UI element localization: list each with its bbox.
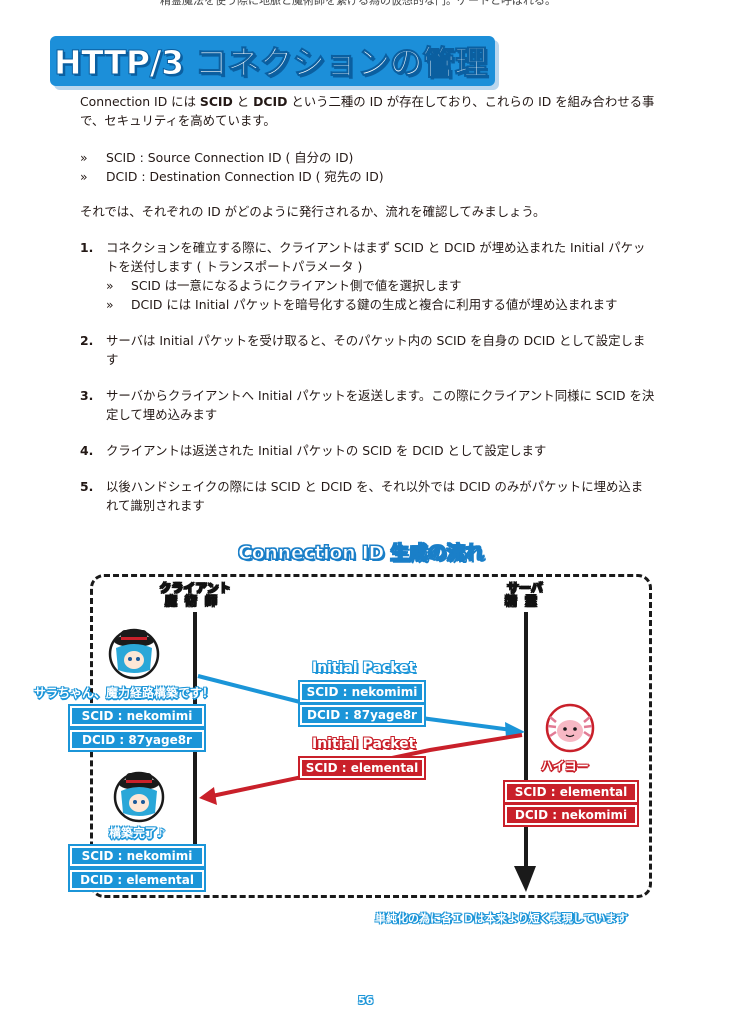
intro-text-c: という二種の ID が存在しており、これらの ID を組み合わせる事で、セキュリ… (80, 94, 655, 128)
client-state1-box: SCID : nekomimi (68, 704, 206, 728)
bullet-marker: » (106, 278, 114, 293)
step-text: 以後ハンドシェイクの際には SCID と DCID を、それ以外では DCID … (106, 479, 644, 513)
lead-paragraph: それでは、それぞれの ID がどのように発行されるか、流れを確認してみましょう。 (80, 204, 546, 219)
step-text: コネクションを確立する際に、クライアントはまず SCID と DCID が埋め込… (106, 240, 646, 274)
client-avatar-2 (113, 771, 165, 823)
intro-paragraph: Connection ID には SCID と DCID という二種の ID が… (80, 92, 655, 130)
bullet-text: SCID : Source Connection ID ( 自分の ID) (106, 150, 354, 165)
step-item: 1. コネクションを確立する際に、クライアントはまず SCID と DCID が… (80, 238, 655, 314)
client-role-en: クライアント (159, 581, 231, 595)
step-text: サーバからクライアントへ Initial パケットを返送します。この際にクライア… (106, 388, 655, 422)
server-avatar (545, 703, 595, 753)
packet2-arrow-line (211, 733, 523, 798)
step-item: 5. 以後ハンドシェイクの際には SCID と DCID を、それ以外では DCI… (80, 477, 655, 515)
server-state-dcid: DCID : nekomimi (507, 807, 635, 823)
packet2-id-box: SCID : elemental (298, 756, 426, 780)
packet1-dcid: DCID : 87yage8r (302, 707, 422, 723)
step-number: 4. (80, 443, 94, 458)
step-number: 5. (80, 479, 94, 494)
packet1-arrowhead (505, 722, 525, 739)
intro-text-a: Connection ID には (80, 94, 200, 109)
client-state1-dcid: DCID : 87yage8r (72, 732, 202, 748)
diagram-title: Connection ID 生成の流れ (238, 542, 485, 565)
server-role-ja: 精霊 (504, 594, 545, 608)
packet1-label: Initial Packet (312, 660, 416, 676)
step-number: 1. (80, 240, 94, 255)
server-lifeline-arrowhead (514, 866, 536, 892)
sub-item: » SCID は一意になるようにクライアント側で値を選択します (106, 276, 655, 295)
intro-dcid: DCID (253, 94, 288, 109)
sub-text: DCID には Initial パケットを暗号化する鍵の生成と複合に利用する値が… (131, 297, 618, 312)
client-speech-1: サラちゃん、魔力経路構築です！ (34, 686, 215, 700)
packet1-scid: SCID : nekomimi (302, 684, 422, 700)
client-state2-box: DCID : elemental (68, 868, 206, 892)
step-text: サーバは Initial パケットを受け取ると、そのパケット内の SCID を自… (106, 333, 646, 367)
client-state2-dcid: DCID : elemental (72, 872, 202, 888)
client-speech-2: 構築完了♪ (109, 826, 165, 840)
step-number: 3. (80, 388, 94, 403)
packet2-label: Initial Packet (312, 736, 416, 752)
intro-text-b: と (232, 94, 254, 109)
id-definition-list: » SCID : Source Connection ID ( 自分の ID) »… (80, 148, 655, 186)
step-item: 3. サーバからクライアントへ Initial パケットを返送します。この際にクラ… (80, 386, 655, 424)
step-text: クライアントは返送された Initial パケットの SCID を DCID と… (106, 443, 547, 458)
diagram-footnote: 単純化の為に各ＩＤは本来より短く表現しています (375, 912, 628, 925)
list-item: » DCID : Destination Connection ID ( 宛先の … (80, 167, 655, 186)
server-state-scid: SCID : elemental (507, 784, 635, 800)
packet1-id-box: SCID : nekomimi (298, 680, 426, 704)
section-heading: HTTP/3 コネクションの管理 (50, 36, 496, 86)
server-lifeline (524, 612, 528, 870)
list-item: » SCID : Source Connection ID ( 自分の ID) (80, 148, 655, 167)
server-state-box: SCID : elemental (503, 780, 639, 804)
client-state1-scid: SCID : nekomimi (72, 708, 202, 724)
client-state1-box: DCID : 87yage8r (68, 728, 206, 752)
server-state-box: DCID : nekomimi (503, 803, 639, 827)
sub-text: SCID は一意になるようにクライアント側で値を選択します (131, 278, 462, 293)
packet1-id-box: DCID : 87yage8r (298, 703, 426, 727)
client-role-label: クライアント 魔術師 (150, 581, 240, 608)
server-speech: ハイヨー (541, 759, 589, 773)
packet2-arrowhead (199, 787, 217, 805)
server-role-label: サーバ 精霊 (495, 581, 555, 608)
step-item: 2. サーバは Initial パケットを受け取ると、そのパケット内の SCID … (80, 331, 655, 369)
client-state2-box: SCID : nekomimi (68, 844, 206, 868)
client-state2-scid: SCID : nekomimi (72, 848, 202, 864)
client-role-ja: 魔術師 (164, 594, 225, 608)
sub-item: » DCID には Initial パケットを暗号化する鍵の生成と複合に利用する値… (106, 295, 655, 314)
step-item: 4. クライアントは返送された Initial パケットの SCID を DCID… (80, 441, 655, 460)
bullet-text: DCID : Destination Connection ID ( 宛先の I… (106, 169, 384, 184)
server-role-en: サーバ (507, 581, 543, 595)
top-note: 精霊魔法を使う際に地脈と魔術師を繋げる為の仮想的な門。ゲートと呼ばれる。 (160, 0, 556, 7)
bullet-marker: » (80, 150, 88, 165)
page-number: 56 (358, 994, 374, 1007)
step-list: 1. コネクションを確立する際に、クライアントはまず SCID と DCID が… (80, 238, 655, 532)
intro-scid: SCID (199, 94, 233, 109)
bullet-marker: » (106, 297, 114, 312)
client-avatar-1 (108, 628, 160, 680)
step-number: 2. (80, 333, 94, 348)
bullet-marker: » (80, 169, 88, 184)
packet2-scid: SCID : elemental (302, 760, 422, 776)
